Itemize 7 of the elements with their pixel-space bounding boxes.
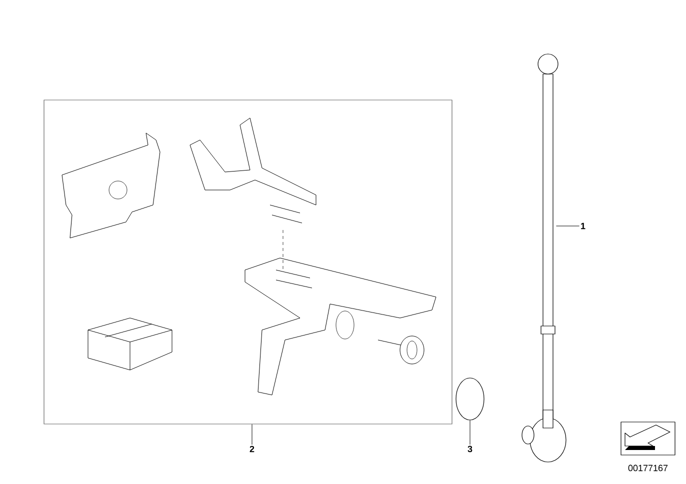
- cap-disc: [456, 378, 484, 420]
- callout-number: 1: [581, 222, 586, 230]
- kit-frame: [44, 100, 452, 424]
- drawing-number: 00177167: [628, 464, 668, 472]
- callout-number: 3: [468, 446, 472, 452]
- flagpole-drawing: [522, 54, 566, 462]
- callout-number: 2: [250, 446, 254, 452]
